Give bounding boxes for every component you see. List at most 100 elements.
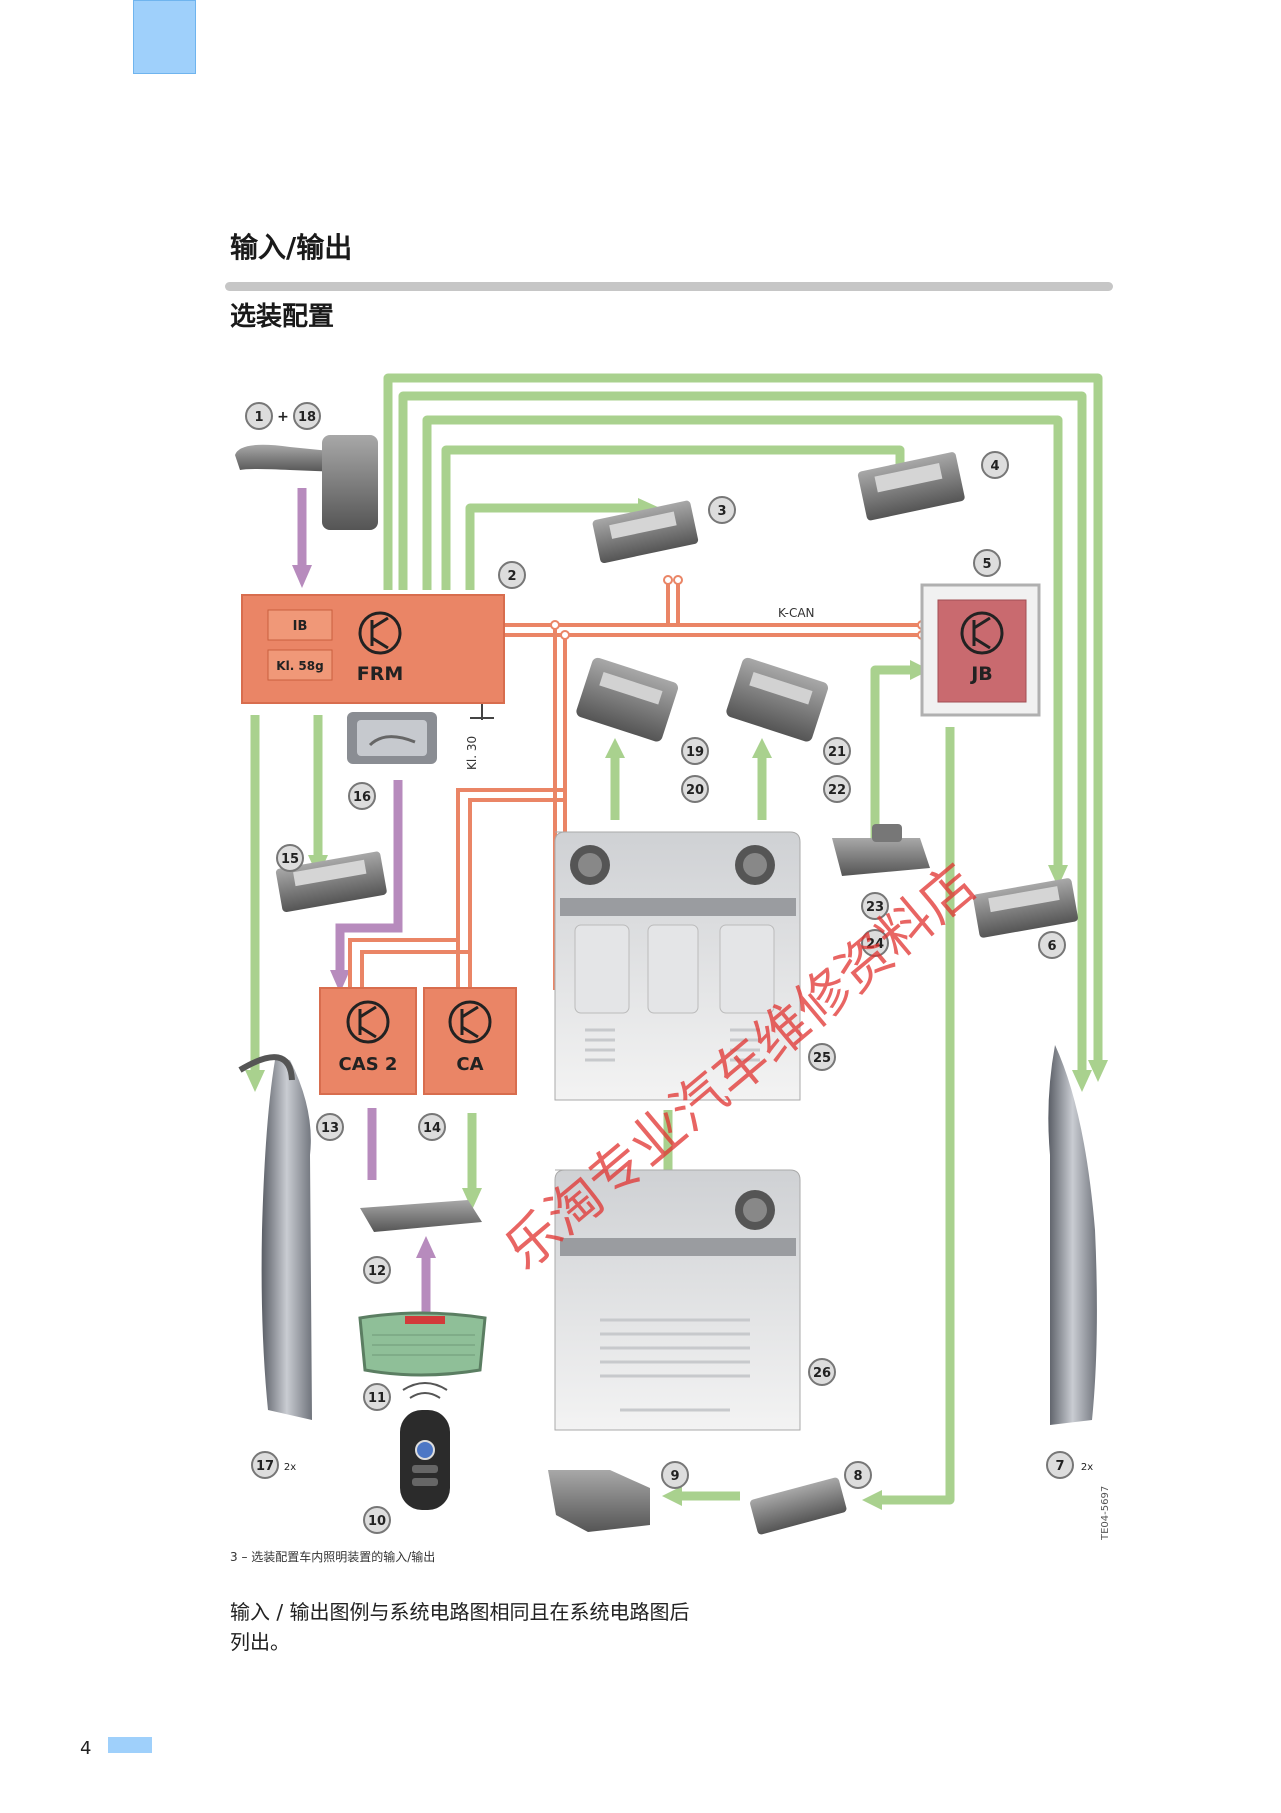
callout-22: 22 <box>823 775 851 803</box>
car-key-icon <box>400 1410 450 1510</box>
callout-15: 15 <box>276 844 304 872</box>
callout-8: 8 <box>844 1461 872 1489</box>
svg-text:3: 3 <box>717 504 726 519</box>
svg-text:16: 16 <box>353 790 371 805</box>
figure-code: TE04-5697 <box>1100 1486 1111 1541</box>
svg-text:18: 18 <box>298 410 316 425</box>
transistor-icon <box>358 611 402 655</box>
callout-12: 12 <box>363 1256 391 1284</box>
lamp-9-component <box>548 1470 650 1532</box>
frm-ib-label: IB <box>293 619 308 634</box>
callout-4: 4 <box>981 451 1009 479</box>
svg-text:13: 13 <box>321 1121 339 1136</box>
terminal-label: Kl. 30 <box>465 736 479 770</box>
front-roof-console <box>554 831 801 1101</box>
input-signal-arrowheads <box>292 565 436 1258</box>
callout-9: 9 <box>661 1461 689 1489</box>
callout-6: 6 <box>1038 931 1066 959</box>
radio-wave-icon <box>402 1382 448 1399</box>
svg-text:8: 8 <box>853 1469 862 1484</box>
callout-3: 3 <box>708 496 736 524</box>
callout-10: 10 <box>363 1506 391 1534</box>
figure-caption: 3 – 选装配置车内照明装置的输入/输出 <box>230 1550 436 1564</box>
svg-text:21: 21 <box>828 745 846 760</box>
svg-text:9: 9 <box>670 1469 679 1484</box>
frm-module: IB Kl. 58g FRM <box>241 594 505 704</box>
callouts: 1 + 18 2 3 4 5 6 7 2x 8 9 10 11 12 13 14… <box>245 402 1093 1534</box>
callout-5: 5 <box>973 549 1001 577</box>
subsection-title: 选装配置 <box>230 302 335 332</box>
callout-24: 24 <box>861 929 889 957</box>
callout-13: 13 <box>316 1113 344 1141</box>
jb-module: JB <box>920 583 1041 717</box>
page-footer-bar <box>108 1737 152 1753</box>
module-23-component <box>832 824 930 876</box>
multiplier-7: 2x <box>1081 1462 1093 1473</box>
interior-door-handle-component <box>235 435 378 530</box>
callout-plus: + <box>277 409 289 425</box>
jb-label: JB <box>969 663 993 685</box>
svg-text:5: 5 <box>982 557 991 572</box>
svg-text:7: 7 <box>1055 1459 1064 1474</box>
cas2-module: CAS 2 <box>319 987 417 1095</box>
page-number: 4 <box>80 1738 92 1759</box>
lamp-21-component <box>726 657 829 742</box>
bus-nodes <box>550 575 927 640</box>
body-paragraph: 输入 / 输出图例与系统电路图相同且在系统电路图后列出。 <box>230 1600 690 1654</box>
svg-text:6: 6 <box>1047 939 1056 954</box>
multiplier-17: 2x <box>284 1462 296 1473</box>
lamp-8-component <box>750 1477 847 1535</box>
svg-text:23: 23 <box>866 900 884 915</box>
section-divider <box>225 282 1113 291</box>
lamp-4-component <box>857 452 965 521</box>
callout-2: 2 <box>498 561 526 589</box>
callout-25: 25 <box>808 1043 836 1071</box>
frm-kl58g-label: Kl. 58g <box>276 659 323 673</box>
transistor-icon <box>448 1000 492 1044</box>
svg-text:20: 20 <box>686 783 704 798</box>
callout-21: 21 <box>823 737 851 765</box>
ca-module: CA <box>423 987 517 1095</box>
cas2-label: CAS 2 <box>339 1054 398 1075</box>
svg-text:12: 12 <box>368 1264 386 1279</box>
callout-18: 18 <box>293 402 321 430</box>
input-signal-lines <box>297 488 431 1318</box>
receiver-module-component <box>360 1200 482 1232</box>
rear-window-antenna-component <box>358 1311 487 1377</box>
callout-7: 7 <box>1046 1451 1074 1479</box>
lamp-6-component <box>973 878 1078 938</box>
lamp-19-component <box>576 657 679 742</box>
rear-roof-console <box>554 1169 801 1431</box>
chapter-tab-marker <box>133 0 196 74</box>
svg-text:14: 14 <box>423 1121 441 1136</box>
svg-text:10: 10 <box>368 1514 386 1529</box>
callout-23: 23 <box>861 892 889 920</box>
lamp-15-component <box>275 851 387 913</box>
svg-text:26: 26 <box>813 1366 831 1381</box>
callout-26: 26 <box>808 1358 836 1386</box>
transistor-icon <box>346 1000 390 1044</box>
lamp-3-component <box>592 500 699 564</box>
svg-text:22: 22 <box>828 783 846 798</box>
callout-16: 16 <box>348 782 376 810</box>
callout-11: 11 <box>363 1383 391 1411</box>
transistor-icon <box>960 611 1004 655</box>
svg-text:15: 15 <box>281 852 299 867</box>
light-signal-lines <box>250 373 1103 1505</box>
callout-20: 20 <box>681 775 709 803</box>
svg-text:1: 1 <box>254 410 263 425</box>
svg-text:24: 24 <box>866 937 884 952</box>
callout-14: 14 <box>418 1113 446 1141</box>
svg-text:17: 17 <box>256 1459 274 1474</box>
terminal-kl30: Kl. 30 <box>465 698 494 770</box>
bus-label: K-CAN <box>778 606 815 620</box>
callout-1: 1 <box>245 402 273 430</box>
left-grab-handle-component <box>238 1054 312 1420</box>
section-title: 输入/输出 <box>230 231 353 264</box>
trunk-button-component <box>347 712 437 764</box>
ca-label: CA <box>456 1054 483 1075</box>
svg-text:25: 25 <box>813 1051 831 1066</box>
callout-17: 17 <box>251 1451 279 1479</box>
svg-text:4: 4 <box>990 459 999 474</box>
